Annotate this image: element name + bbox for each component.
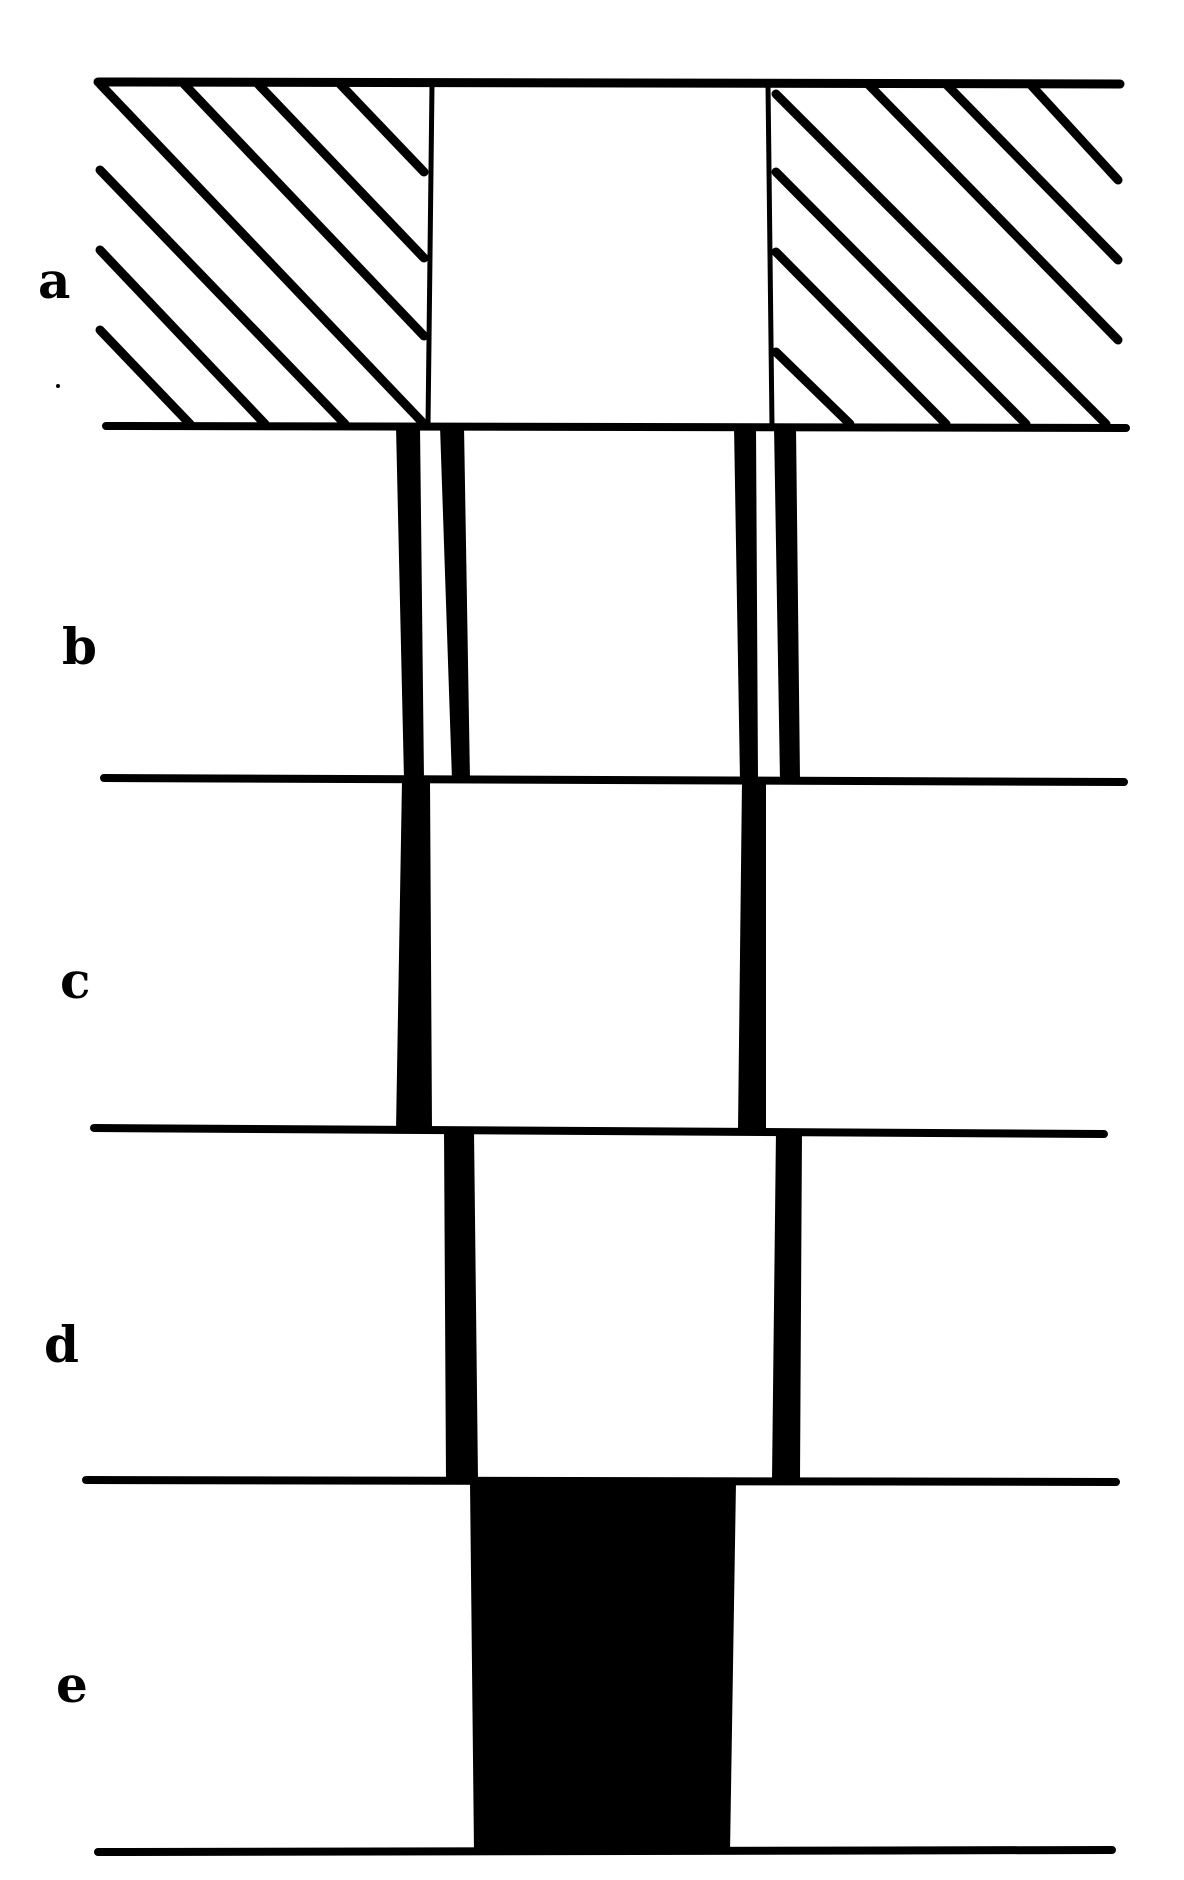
strip-b4: [774, 426, 800, 780]
separator-bc: [100, 774, 1128, 786]
strip-d2: [772, 1130, 802, 1480]
strip-d1: [444, 1130, 478, 1480]
panel-label-e: e: [56, 1655, 88, 1714]
separator-ab: [102, 422, 1130, 432]
panel-c: c: [60, 780, 766, 1130]
strip-b3: [734, 426, 758, 780]
panel-label-c: c: [60, 951, 90, 1010]
hole-edge-right: [765, 83, 775, 427]
strip-c2: [738, 780, 766, 1130]
separator-de: [82, 1476, 1120, 1486]
hatch-left: [95, 79, 429, 429]
strip-c1: [396, 780, 432, 1130]
panel-d: d: [44, 1130, 802, 1480]
strip-b1: [396, 426, 424, 780]
panel-label-b: b: [62, 617, 97, 676]
panel-b: b: [62, 426, 800, 780]
panel-label-a: a: [38, 251, 70, 310]
top-line: [93, 77, 1125, 89]
hatch-right: [771, 79, 1123, 429]
panel-label-d: d: [44, 1315, 79, 1374]
panel-a: a: [38, 77, 1125, 429]
filled-column: [470, 1482, 736, 1852]
bottom-line: [94, 1846, 1116, 1856]
strip-b2: [440, 426, 470, 780]
speck: [56, 384, 60, 388]
panel-e: e: [56, 1482, 736, 1852]
hole-edge-left: [425, 83, 435, 427]
separator-cd: [90, 1124, 1108, 1138]
